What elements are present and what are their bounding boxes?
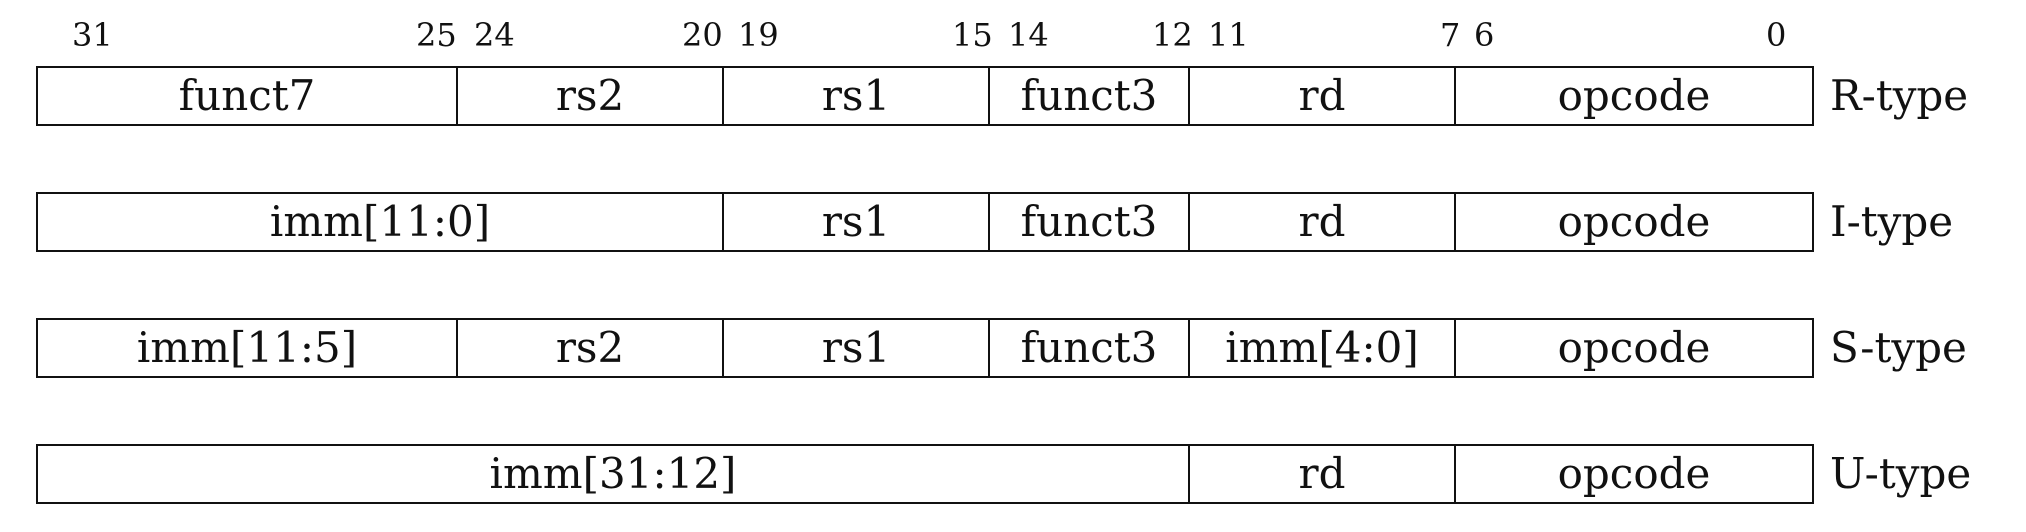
field-rs2: rs2 xyxy=(456,320,722,376)
field-rd: rd xyxy=(1188,68,1454,124)
bit-label: 0 xyxy=(1766,16,1787,54)
field-rs1: rs1 xyxy=(722,68,988,124)
bit-label: 19 xyxy=(738,16,779,54)
field-imm-11-0: imm[11:0] xyxy=(269,197,491,246)
field-imm-31-12: imm[31:12] xyxy=(489,449,737,498)
field-opcode: opcode xyxy=(1454,446,1812,502)
field-rs1: rs1 xyxy=(722,194,988,250)
field-rd: rd xyxy=(1188,194,1454,250)
s-type-row: imm[11:5] rs2 rs1 funct3 imm[4:0] opcode xyxy=(36,318,1814,378)
bit-label: 25 xyxy=(416,16,457,54)
bit-label: 31 xyxy=(72,16,113,54)
format-name-r-type: R-type xyxy=(1830,71,1969,120)
bit-label: 15 xyxy=(952,16,993,54)
field-imm-11-5: imm[11:5] xyxy=(136,323,358,372)
field-opcode: opcode xyxy=(1454,320,1812,376)
field-rd: rd xyxy=(1188,446,1454,502)
i-type-row: imm[11:0] rs1 funct3 rd opcode xyxy=(36,192,1814,252)
bit-label: 20 xyxy=(682,16,723,54)
bit-label: 14 xyxy=(1008,16,1049,54)
format-name-u-type: U-type xyxy=(1830,449,1972,498)
field-opcode: opcode xyxy=(1454,68,1812,124)
format-name-i-type: I-type xyxy=(1830,197,1954,246)
field-funct7: funct7 xyxy=(178,71,316,120)
bit-label: 12 xyxy=(1152,16,1193,54)
field-rs2: rs2 xyxy=(456,68,722,124)
bit-label: 6 xyxy=(1474,16,1495,54)
bit-label: 7 xyxy=(1440,16,1461,54)
u-type-row: imm[31:12] rd opcode xyxy=(36,444,1814,504)
bit-label: 11 xyxy=(1208,16,1249,54)
field-funct3: funct3 xyxy=(988,68,1188,124)
field-funct3: funct3 xyxy=(988,194,1188,250)
bit-label: 24 xyxy=(474,16,515,54)
field-rs1: rs1 xyxy=(722,320,988,376)
field-funct3: funct3 xyxy=(988,320,1188,376)
field-opcode: opcode xyxy=(1454,194,1812,250)
r-type-row: funct7 rs2 rs1 funct3 rd opcode xyxy=(36,66,1814,126)
field-imm-4-0: imm[4:0] xyxy=(1188,320,1454,376)
format-name-s-type: S-type xyxy=(1830,323,1967,372)
